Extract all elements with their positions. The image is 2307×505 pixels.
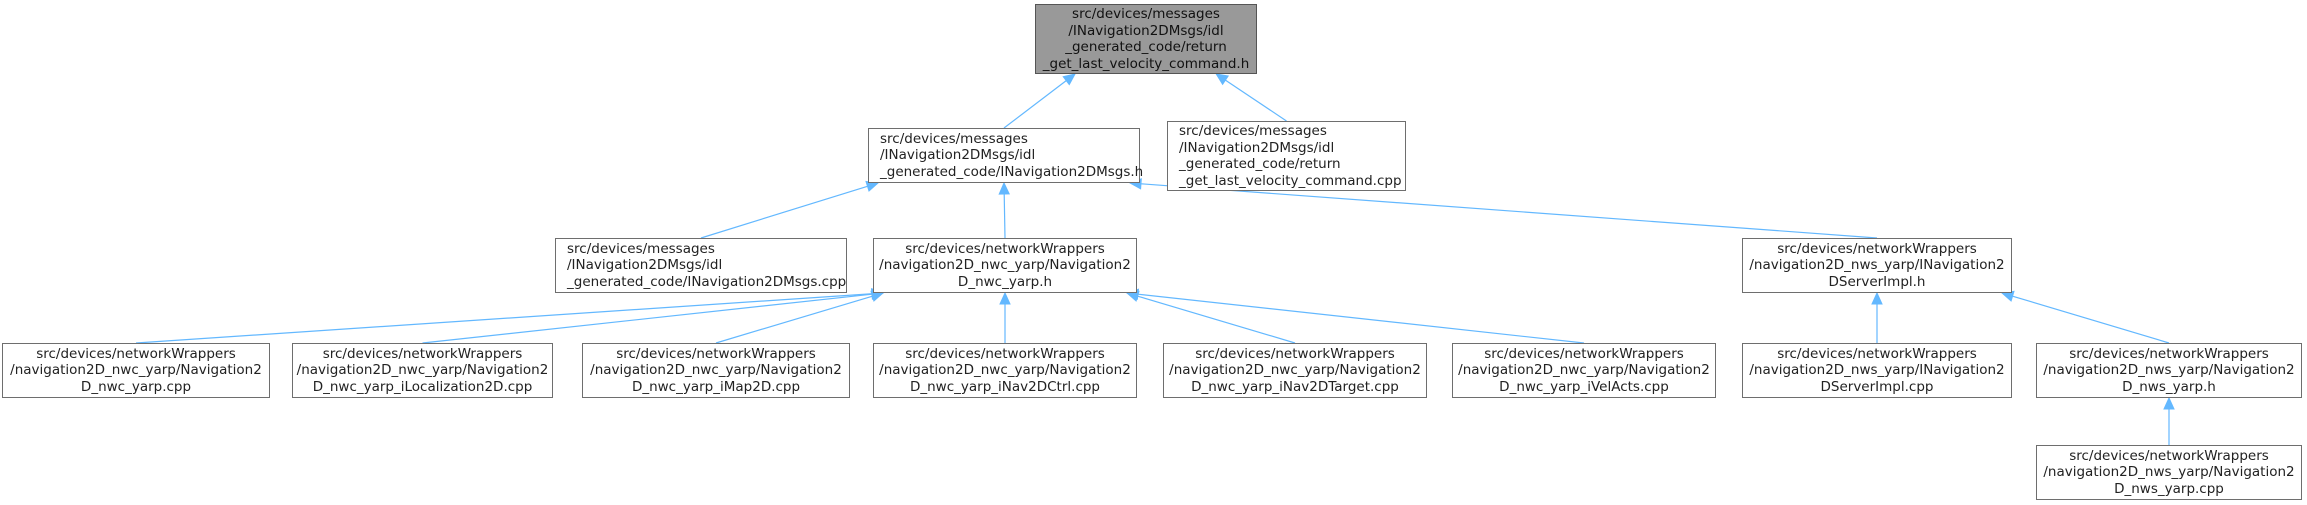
node-label-line: /navigation2D_nwc_yarp/Navigation2: [879, 257, 1131, 274]
dependency-edge: [1137, 295, 1296, 344]
node-inavigation2dmsgs-h[interactable]: src/devices/messages/INavigation2DMsgs/i…: [868, 128, 1144, 183]
edge-arrowhead: [998, 181, 1010, 195]
node-label-line: src/devices/networkWrappers: [1195, 345, 1395, 362]
node-label-line: D_nwc_yarp_iNav2DTarget.cpp: [1191, 378, 1399, 395]
node-navigation2d-nws-yarp-cpp[interactable]: src/devices/networkWrappers/navigation2D…: [2036, 445, 2302, 500]
node-label-line: /navigation2D_nws_yarp/INavigation2: [1749, 257, 2005, 274]
node-label-line: src/devices/networkWrappers: [2069, 345, 2269, 362]
node-label-line: D_nws_yarp.h: [2122, 378, 2216, 395]
node-label-line: /INavigation2DMsgs/idl: [1179, 139, 1335, 156]
node-label-line: DServerImpl.cpp: [1820, 378, 1934, 395]
node-label-line: /navigation2D_nwc_yarp/Navigation2: [1169, 362, 1421, 379]
node-label-line: DServerImpl.h: [1828, 273, 1926, 290]
node-label-line: D_nws_yarp.cpp: [2114, 480, 2224, 497]
node-navigation2d-nws-yarp-h[interactable]: src/devices/networkWrappers/navigation2D…: [2036, 343, 2302, 398]
node-label-line: src/devices/networkWrappers: [905, 345, 1105, 362]
node-navigation2d-nwc-yarp-ivelacts-cpp[interactable]: src/devices/networkWrappers/navigation2D…: [1452, 343, 1716, 398]
node-label-line: src/devices/messages: [1072, 6, 1220, 22]
dependency-edge: [422, 293, 873, 344]
node-label-line: _get_last_velocity_command.cpp: [1179, 172, 1402, 189]
node-return-get-last-velocity-command-cpp[interactable]: src/devices/messages/INavigation2DMsgs/i…: [1167, 121, 1406, 191]
node-label-line: src/devices/networkWrappers: [616, 345, 816, 362]
node-navigation2d-nwc-yarp-inav2dtarget-cpp[interactable]: src/devices/networkWrappers/navigation2D…: [1163, 343, 1427, 398]
node-navigation2d-nwc-yarp-inav2dctrl-cpp[interactable]: src/devices/networkWrappers/navigation2D…: [873, 343, 1137, 398]
node-label-line: /navigation2D_nws_yarp/INavigation2: [1749, 362, 2005, 379]
node-label-line: /navigation2D_nws_yarp/Navigation2: [2043, 362, 2295, 379]
node-label-line: D_nwc_yarp.cpp: [80, 378, 192, 395]
node-label-line: D_nwc_yarp_iNav2DCtrl.cpp: [909, 378, 1100, 395]
node-label-line: /INavigation2DMsgs/idl: [880, 147, 1036, 164]
dependency-edge: [1140, 183, 1878, 239]
dependency-edge: [700, 185, 868, 239]
dependency-edge: [135, 293, 873, 344]
node-label-line: src/devices/networkWrappers: [1777, 345, 1977, 362]
node-label-line: src/devices/networkWrappers: [36, 345, 236, 362]
edge-arrowhead: [2163, 396, 2175, 410]
node-label-line: /INavigation2DMsgs/idl: [567, 257, 723, 274]
node-label-line: /navigation2D_nwc_yarp/Navigation2: [1458, 362, 1710, 379]
node-label-line: D_nwc_yarp.h: [957, 273, 1053, 290]
node-label-line: _get_last_velocity_command.h: [1042, 55, 1250, 72]
dependency-edge: [1003, 193, 1006, 239]
dependency-edge: [1003, 80, 1067, 129]
edge-arrowhead: [1871, 291, 1883, 305]
node-label-line: src/devices/messages: [1179, 123, 1327, 139]
node-label-line: /INavigation2DMsgs/idl: [1068, 22, 1224, 39]
node-navigation2d-nwc-yarp-h[interactable]: src/devices/networkWrappers/navigation2D…: [873, 238, 1137, 293]
node-label-line: /navigation2D_nwc_yarp/Navigation2: [879, 362, 1131, 379]
node-navigation2d-nwc-yarp-imap2d-cpp[interactable]: src/devices/networkWrappers/navigation2D…: [582, 343, 850, 398]
node-label-line: D_nwc_yarp_iVelActs.cpp: [1499, 378, 1669, 395]
dependency-edge: [1225, 79, 1287, 122]
node-label-line: src/devices/networkWrappers: [2069, 447, 2269, 464]
node-label-line: /navigation2D_nwc_yarp/Navigation2: [590, 362, 842, 379]
dependency-edge: [1137, 293, 1585, 344]
node-label-line: /navigation2D_nwc_yarp/Navigation2: [10, 362, 262, 379]
node-label-line: _generated_code/return: [1179, 156, 1341, 172]
edge-arrowhead: [999, 291, 1011, 305]
node-inavigation2dserverimpl-h[interactable]: src/devices/networkWrappers/navigation2D…: [1742, 238, 2012, 293]
node-label-line: D_nwc_yarp_iMap2D.cpp: [631, 378, 801, 395]
node-label-line: _generated_code/return: [1065, 39, 1227, 55]
node-label-line: _generated_code/INavigation2DMsgs.h: [880, 163, 1144, 180]
edge-arrowhead: [1062, 73, 1076, 86]
node-label-line: D_nwc_yarp_iLocalization2D.cpp: [312, 378, 533, 395]
edge-arrowhead: [1215, 73, 1230, 86]
node-label-line: /navigation2D_nws_yarp/Navigation2: [2043, 464, 2295, 481]
node-navigation2d-nwc-yarp-ilocalization2d-cpp[interactable]: src/devices/networkWrappers/navigation2D…: [292, 343, 553, 398]
dependency-edge: [2012, 295, 2170, 344]
node-label-line: /navigation2D_nwc_yarp/Navigation2: [296, 362, 549, 379]
node-navigation2d-nwc-yarp-cpp[interactable]: src/devices/networkWrappers/navigation2D…: [2, 343, 270, 398]
node-inavigation2dmsgs-cpp[interactable]: src/devices/messages/INavigation2DMsgs/i…: [555, 238, 847, 293]
node-label-line: src/devices/networkWrappers: [1484, 345, 1684, 362]
node-label-line: src/devices/messages: [567, 240, 715, 257]
dependency-edge: [715, 295, 873, 344]
node-label-line: src/devices/networkWrappers: [905, 240, 1105, 257]
node-label-line: src/devices/networkWrappers: [1777, 240, 1977, 257]
node-return-get-last-velocity-command-h: src/devices/messages/INavigation2DMsgs/i…: [1035, 4, 1257, 74]
node-label-line: src/devices/messages: [880, 130, 1028, 147]
node-label-line: src/devices/networkWrappers: [322, 345, 523, 362]
node-label-line: _generated_code/INavigation2DMsgs.cpp: [567, 273, 847, 290]
node-inavigation2dserverimpl-cpp[interactable]: src/devices/networkWrappers/navigation2D…: [1742, 343, 2012, 398]
